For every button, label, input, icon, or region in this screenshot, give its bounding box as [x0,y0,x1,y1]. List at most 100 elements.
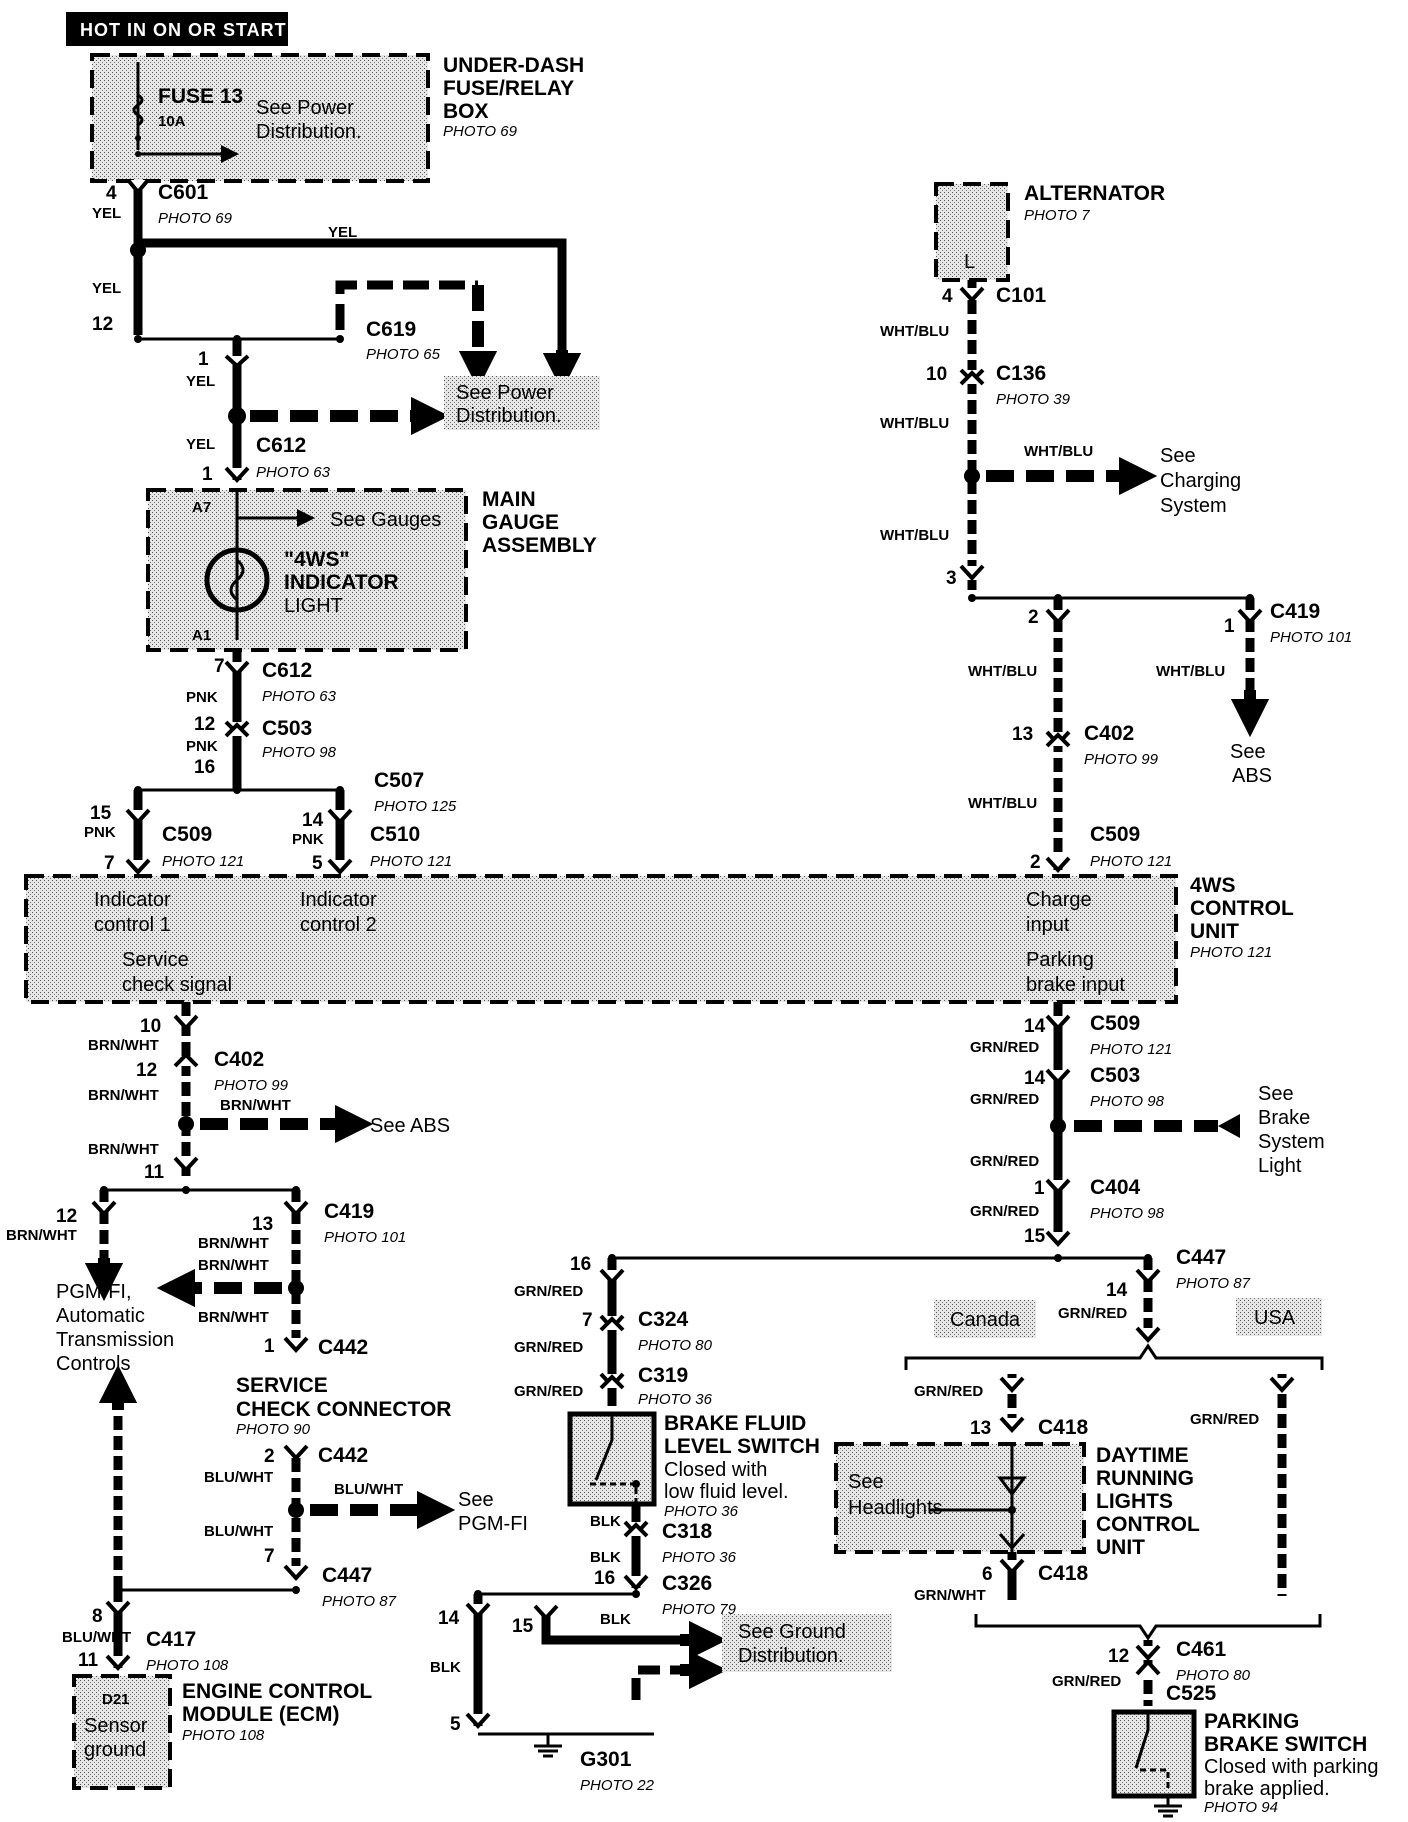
g301-photo: PHOTO 22 [580,1777,655,1794]
wire-grnred-4: GRN/RED [970,1203,1039,1220]
pin-c447-16: 16 [570,1254,591,1275]
see-power-dist-2: Distribution. [456,405,562,427]
wire-brnwht-3: BRN/WHT [220,1097,291,1114]
pin-c601-4: 4 [106,183,117,204]
pin-c442-2: 2 [264,1446,275,1467]
wire-brnwht-7: BRN/WHT [198,1257,269,1274]
fuse-see-power-1: See Power [256,97,354,119]
c136-photo: PHOTO 39 [996,391,1071,408]
wire-pnk-1: PNK [186,689,218,706]
parking-switch-title-1: PARKING [1204,1710,1299,1733]
alternator-title: ALTERNATOR [1024,182,1165,205]
c417-photo: PHOTO 108 [146,1657,229,1674]
region-usa: USA [1254,1307,1296,1329]
c503-left-photo: PHOTO 98 [262,744,337,761]
wire-whtblu-4: WHT/BLU [880,527,949,544]
wire-brnwht-2: BRN/WHT [88,1087,159,1104]
c503-right-label: C503 [1090,1064,1140,1087]
wire-blk-2: BLK [590,1549,621,1566]
indicator-control-2-a: Indicator [300,889,377,911]
alternator-photo: PHOTO 7 [1024,207,1090,224]
gauge-pin-a1: A1 [192,627,211,644]
pgmfi-controls-2: Automatic [56,1305,145,1327]
wire-bluwht-2: BLU/WHT [334,1481,403,1498]
c136-label: C136 [996,362,1046,385]
indicator-control-1-a: Indicator [94,889,171,911]
brake-fluid-title-1: BRAKE FLUID [664,1412,806,1435]
pin-c447-14: 14 [1106,1280,1128,1301]
pin-c503-14: 14 [1024,1068,1046,1089]
wire-bluwht-3: BLU/WHT [204,1523,273,1540]
pin-c509-2: 2 [1030,852,1041,873]
pin-c509-14: 14 [1024,1016,1046,1037]
c324-photo: PHOTO 80 [638,1337,713,1354]
pin-c461-12: 12 [1108,1646,1129,1667]
wire-grnred-6: GRN/RED [914,1383,983,1400]
c507-label: C507 [374,769,424,792]
pin-c136-10: 10 [926,364,947,385]
wire-brnwht-5: BRN/WHT [6,1227,77,1244]
c612-bottom-label: C612 [262,659,312,682]
pin-c326-16: 16 [594,1568,615,1589]
c318-label: C318 [662,1520,713,1543]
fuse-box-photo: PHOTO 69 [443,123,518,140]
see-brake-light-3: System [1258,1131,1325,1153]
pin-g301-5: 5 [450,1714,461,1735]
service-connector-photo: PHOTO 90 [236,1421,311,1438]
pin-c442-1: 1 [264,1336,275,1357]
wire-whtblu-2: WHT/BLU [880,415,949,432]
wire-yel-4: YEL [186,373,215,390]
pin-c404-1: 1 [1034,1178,1045,1199]
see-ground-2: Distribution. [738,1645,844,1667]
header-text: HOT IN ON OR START [80,20,287,40]
see-headlights-1: See [848,1471,884,1493]
parking-switch-desc-1: Closed with parking [1204,1756,1379,1778]
wire-whtblu-3: WHT/BLU [1024,443,1093,460]
wire-brnwht-6: BRN/WHT [198,1235,269,1252]
c509-lower-photo: PHOTO 121 [1090,1041,1172,1058]
control-unit-title-3: UNIT [1190,920,1239,943]
c417-label: C417 [146,1628,196,1651]
pin-c619-12: 12 [92,314,113,335]
c419-left-photo: PHOTO 101 [324,1229,406,1246]
fuse-label: FUSE 13 [158,85,243,108]
wire-yel-1: YEL [92,205,121,222]
service-check-signal-a: Service [122,949,189,971]
see-brake-light-1: See [1258,1083,1294,1105]
see-gauges: See Gauges [330,509,441,531]
wire-grnred-7: GRN/RED [1190,1411,1259,1428]
c461-label: C461 [1176,1638,1227,1661]
c503-right-photo: PHOTO 98 [1090,1093,1165,1110]
see-abs-left: See ABS [370,1115,450,1137]
control-unit-title-1: 4WS [1190,874,1236,897]
parking-brake-input-b: brake input [1026,974,1125,996]
left-pnk-wiring: 7 C612 PNK PHOTO 63 12 C503 PNK PHOTO 98… [84,650,457,875]
c619-photo: PHOTO 65 [366,346,441,363]
left-upper-wiring: 4 YEL C601 PHOTO 69 YEL YEL 12 C619 PHOT… [92,178,600,485]
c601-label: C601 [158,181,209,204]
c418-bottom-label: C418 [1038,1562,1089,1585]
pin-c503-12: 12 [194,714,215,735]
wire-brnwht-1: BRN/WHT [88,1037,159,1054]
c419-left-label: C419 [324,1200,374,1223]
charge-input-b: input [1026,914,1070,936]
region-canada: Canada [950,1309,1021,1331]
pin-c419-13: 13 [252,1214,273,1235]
indicator-light-3: LIGHT [284,595,343,617]
indicator-light-2: INDICATOR [284,571,399,594]
wire-blk-4: BLK [430,1659,461,1676]
c510-photo: PHOTO 121 [370,853,452,870]
c324-label: C324 [638,1308,689,1331]
pgmfi-controls-1: PGM-FI, [56,1281,132,1303]
wire-yel-2: YEL [328,224,357,241]
4ws-control-unit: Indicator control 1 Indicator control 2 … [24,874,1294,1004]
ecm-title-2: MODULE (ECM) [182,1703,339,1726]
pin-c101-4: 4 [942,286,953,307]
pin-c419-2: 2 [1028,607,1039,628]
wire-grnwht-1: GRN/WHT [914,1587,986,1604]
fuse-relay-box: FUSE 13 10A See Power Distribution. UNDE… [90,53,584,183]
control-unit-photo: PHOTO 121 [1190,944,1272,961]
pin-c417-11: 11 [78,1650,99,1671]
c447-left-photo: PHOTO 87 [322,1593,397,1610]
